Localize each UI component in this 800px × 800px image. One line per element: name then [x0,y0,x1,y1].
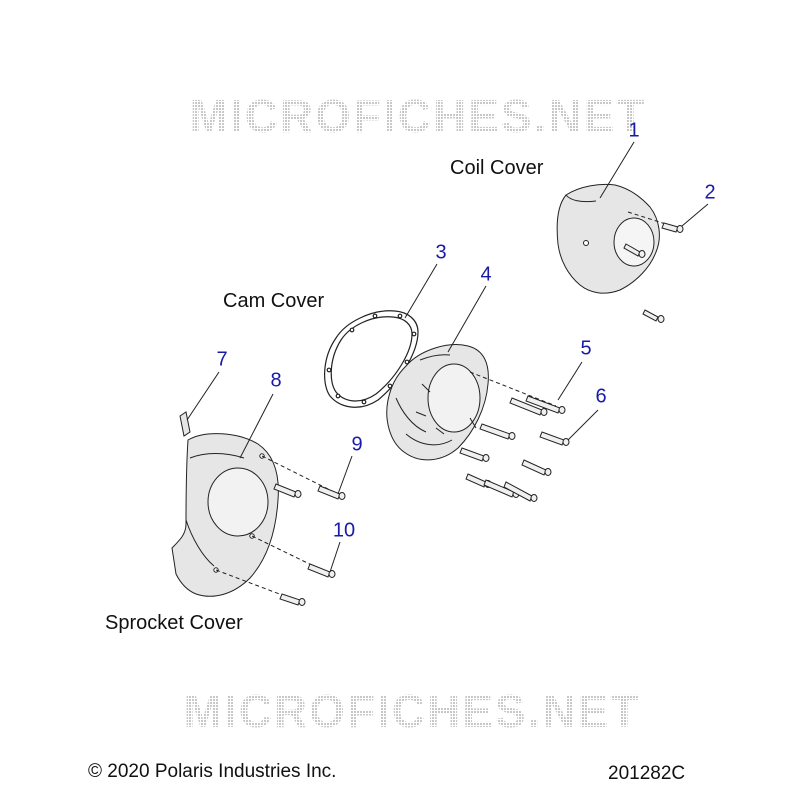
watermark-bottom: MICROFICHES.NET [184,685,641,737]
callout-8: 8 [270,369,282,392]
callout-4: 4 [480,263,492,286]
copyright-text: © 2020 Polaris Industries Inc. [88,761,337,782]
coil-cover-bolts [623,211,684,323]
diagram-id: 201282C [608,763,686,784]
callout-2: 2 [704,181,716,204]
callout-3: 3 [435,241,447,264]
callout-10: 10 [332,519,356,542]
clip-part [179,411,191,437]
callout-6: 6 [595,385,607,408]
coil-cover-part [556,183,660,294]
leader-lines [186,141,709,573]
sprocket-cover-part [171,433,279,597]
sprocket-cover-label: Sprocket Cover [105,612,243,634]
callout-7: 7 [216,348,228,371]
callout-1: 1 [628,119,640,142]
callout-9: 9 [351,433,363,456]
cam-cover-label: Cam Cover [223,290,325,312]
cam-cover-part [386,344,489,461]
watermark-top: MICROFICHES.NET [190,90,647,142]
callout-5: 5 [580,337,592,360]
cam-cover-bolts [459,371,570,502]
sprocket-cover-bolts [215,455,346,606]
coil-cover-label: Coil Cover [450,157,544,179]
